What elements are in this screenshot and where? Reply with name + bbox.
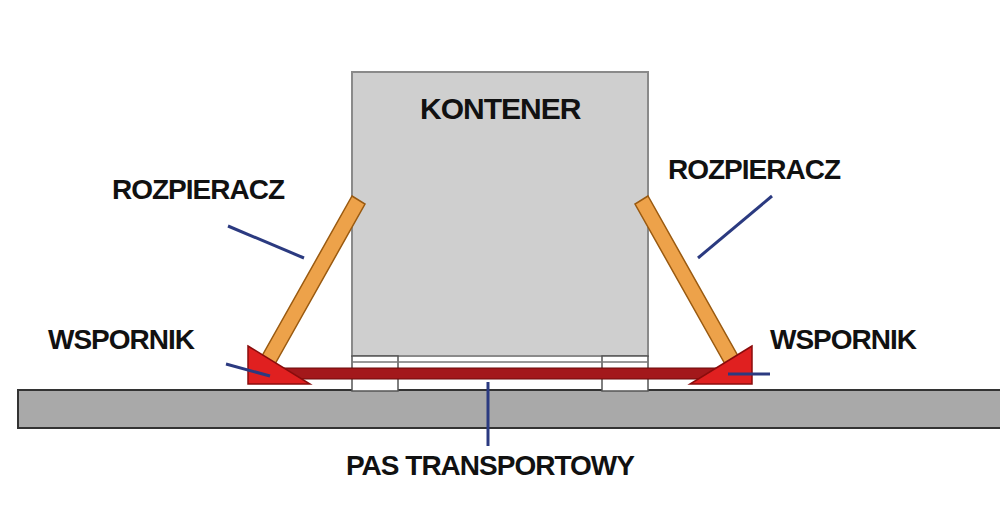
leader-line	[698, 196, 772, 258]
leader-line	[728, 373, 770, 376]
pallet-line	[352, 361, 648, 363]
ground-bar	[18, 390, 1000, 428]
container-body	[352, 72, 648, 356]
transport-belt	[280, 368, 720, 379]
leader-line	[487, 382, 490, 446]
part-label: ROZPIERACZ	[112, 176, 284, 204]
strut	[635, 196, 738, 364]
container-box: KONTENER	[352, 72, 648, 356]
part-label: WSPORNIK	[770, 326, 916, 354]
part-label: PAS TRANSPORTOWY	[346, 452, 634, 480]
part-label: WSPORNIK	[48, 326, 194, 354]
leader-line	[228, 226, 304, 258]
bracket	[690, 346, 752, 384]
leader-line	[226, 364, 270, 376]
bracket	[248, 346, 310, 384]
part-label: ROZPIERACZ	[668, 156, 840, 184]
strut	[262, 196, 365, 364]
container-title: KONTENER	[420, 94, 580, 124]
